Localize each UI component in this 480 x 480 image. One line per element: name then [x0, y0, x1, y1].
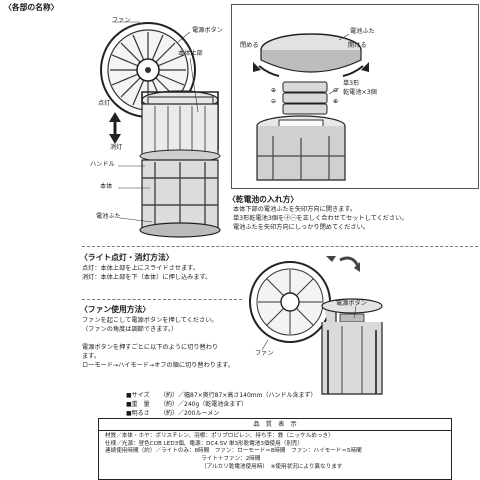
spec-key: ■重 量: [126, 401, 150, 408]
label-close: 閉める: [240, 42, 259, 49]
quality-title: 品 質 表 示: [99, 419, 451, 431]
fan-line-4: 電源ボタンを押すごとに以下のように切り替わり: [82, 344, 219, 351]
battery-title: 〈乾電池の入れ方〉: [228, 195, 299, 204]
label-battery-type-2: 乾電池×3個: [343, 89, 377, 96]
divider-2: [82, 299, 242, 300]
fan-line-2: （ファンの角度は調節できます。）: [82, 326, 178, 333]
lantern-with-fan-illustration: [100, 21, 221, 238]
light-line-2: 消灯：本体上部を下（本体）に押し込みます。: [82, 274, 212, 281]
svg-text:⊖: ⊖: [333, 87, 338, 94]
fan-title: 〈ファン使用方法〉: [80, 305, 151, 314]
spec-row-brightness: ■明るさ （約）／200ルーメン: [126, 408, 219, 417]
svg-text:⊖: ⊖: [271, 98, 276, 105]
quality-line-spec: 仕様／光源：昼色COB LED3個、電源：DC4.5V 単3形乾電池3個使用（別…: [105, 440, 304, 447]
spec-row-weight: ■重 量 （約）／240g（乾電池含まず）: [126, 399, 247, 408]
label-light-off: 消灯: [110, 144, 123, 151]
label-handle: ハンドル: [90, 161, 115, 168]
label-open: 開ける: [348, 42, 367, 49]
battery-line-3: 電池ふたを矢印方向にしっかり閉めてください。: [233, 224, 369, 231]
label-body-top: 本体上部: [178, 50, 203, 57]
light-title: 〈ライト点灯・消灯方法〉: [80, 253, 174, 262]
label-fan-diagram: ファン: [255, 350, 274, 357]
label-battery-cover: 電池ふた: [96, 213, 121, 220]
fan-line-1: ファンを起こして電源ボタンを押してください。: [82, 317, 218, 324]
quality-line-note: （アルカリ乾電池使用時） ※使用状況により異なります: [201, 463, 343, 470]
quality-line-material: 材質／本体・ホヤ：ポリスチレン、羽根：ポリプロピレン、持ち手：鉄（ニッケルめっき…: [105, 433, 334, 439]
battery-diagram-frame: [231, 4, 479, 189]
parts-title: 〈各部の名称〉: [4, 3, 59, 12]
quality-line-runtime: 連続使用時間（約）／ライトのみ：8時間 ファン：ローモード＝8時間 ファン：ハイ…: [105, 448, 362, 455]
label-power-button: 電源ボタン: [192, 27, 223, 34]
label-power-button-fan: 電源ボタン: [336, 300, 367, 307]
label-battery-cover-top: 電池ふた: [350, 28, 375, 35]
fan-line-6: ローモード→ハイモード→オフの順に切り替わります。: [82, 362, 234, 369]
svg-text:⊕: ⊕: [333, 98, 338, 105]
battery-line-1: 本体下部の電池ふたを矢印方向に開きます。: [233, 206, 357, 213]
label-body: 本体: [100, 183, 113, 190]
spec-value: （約）／240g（乾電池含まず）: [160, 401, 248, 408]
spec-row-size: ■サイズ （約）／幅87×奥行87×高さ140mm（ハンドル含まず）: [126, 390, 316, 399]
divider-1: [82, 246, 478, 247]
fan-tilt-illustration: [249, 256, 383, 395]
spec-value: （約）／200ルーメン: [160, 410, 220, 417]
spec-key: ■サイズ: [126, 392, 150, 399]
label-fan: ファン: [112, 17, 131, 24]
label-light-on: 点灯: [98, 100, 111, 107]
label-battery-type-1: 単3形: [343, 80, 360, 87]
quality-line-light-fan: ライト＋ファン：2時間: [201, 456, 261, 463]
light-line-1: 点灯：本体上部を上にスライドさせます。: [82, 265, 199, 272]
fan-line-5: ます。: [82, 353, 100, 360]
battery-line-2: 単3形乾電池3個を㊉㊀を正しく合わせてセットしてください。: [233, 215, 408, 222]
spec-value: （約）／幅87×奥行87×高さ140mm（ハンドル含まず）: [160, 392, 317, 399]
battery-cover-illustration: ⊕ ⊖ ⊖ ⊕: [253, 33, 369, 181]
svg-text:⊕: ⊕: [271, 87, 276, 94]
spec-key: ■明るさ: [126, 410, 150, 417]
quality-table: 品 質 表 示 材質／本体・ホヤ：ポリスチレン、羽根：ポリプロピレン、持ち手：鉄…: [98, 418, 452, 480]
